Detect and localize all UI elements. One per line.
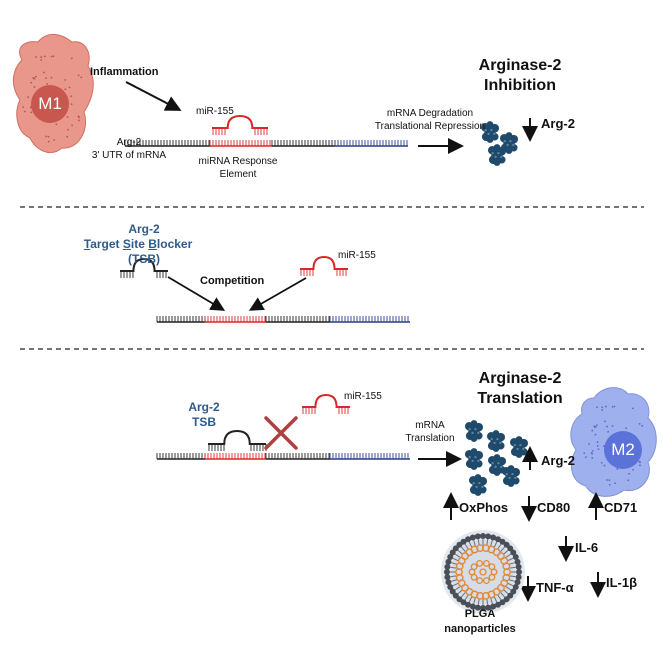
mir155-label-3: miR-155 [344, 391, 382, 402]
mir155-hairpin-1 [212, 114, 268, 135]
m2-nucleus [604, 431, 642, 469]
tsb-title-1: Arg-2 [128, 222, 160, 236]
cd71-label: CD71 [604, 500, 638, 515]
plga-label-1: PLGA [464, 608, 496, 620]
arginase-proteins-1 [480, 121, 519, 166]
inflammation-label: Inflammation [90, 66, 159, 78]
tsb-title-3: (TSB) [128, 252, 160, 266]
mrna-strand-3 [156, 453, 410, 460]
mir155-label-1: miR-155 [196, 106, 234, 117]
competition-arrow-right [248, 277, 307, 311]
tsb-bound-3 [208, 429, 267, 451]
tsb-title-2: Target Site Blocker [83, 237, 193, 251]
m1-nucleus [31, 85, 69, 123]
tsb-hairpin-2 [120, 257, 168, 278]
plga-label-2: nanoparticles [444, 623, 516, 635]
competition-label: Competition [200, 275, 265, 287]
arginase-proteins-3 [464, 420, 529, 496]
plga-nanoparticle [441, 530, 525, 614]
panel3-title-2: Translation [477, 390, 563, 407]
utr-label-1: Arg-2 [116, 137, 142, 148]
panel3-title-1: Arginase-2 [478, 370, 562, 387]
degradation-label-1: mRNA Degradation [386, 108, 474, 119]
mre-label-2: Element [219, 169, 257, 180]
arg2-label-3: Arg-2 [541, 453, 575, 468]
arg2-label-1: Arg-2 [541, 116, 575, 131]
mir155-hairpin-3 [302, 393, 350, 414]
utr-label-2: 3' UTR of mRNA [91, 150, 167, 161]
competition-arrow-left [167, 276, 226, 311]
m1-label: M1 [38, 94, 62, 113]
tsb3-label-2: TSB [192, 415, 216, 429]
mrna-strand-2 [156, 316, 410, 323]
mir155-label-2: miR-155 [338, 250, 376, 261]
mrna-strand-1 [124, 140, 408, 147]
il1b-label: IL-1β [606, 575, 638, 590]
translation-label-2: Translation [405, 433, 455, 444]
oxphos-label: OxPhos [459, 500, 509, 515]
blocked-x [264, 416, 298, 450]
translation-label-1: mRNA [415, 420, 445, 431]
cd80-label: CD80 [537, 500, 571, 515]
il6-label: IL-6 [575, 540, 599, 555]
panel1-title-1: Arginase-2 [478, 57, 562, 74]
mir155-hairpin-2 [300, 255, 348, 276]
tsb3-label-1: Arg-2 [188, 400, 220, 414]
panel1-title-2: Inhibition [484, 77, 556, 94]
m2-label: M2 [611, 440, 635, 459]
mre-label-1: miRNA Response [198, 156, 278, 167]
degradation-label-2: Translational Repression [374, 121, 486, 132]
tnfa-label: TNF-α [536, 580, 574, 595]
inflammation-arrow [125, 81, 182, 111]
